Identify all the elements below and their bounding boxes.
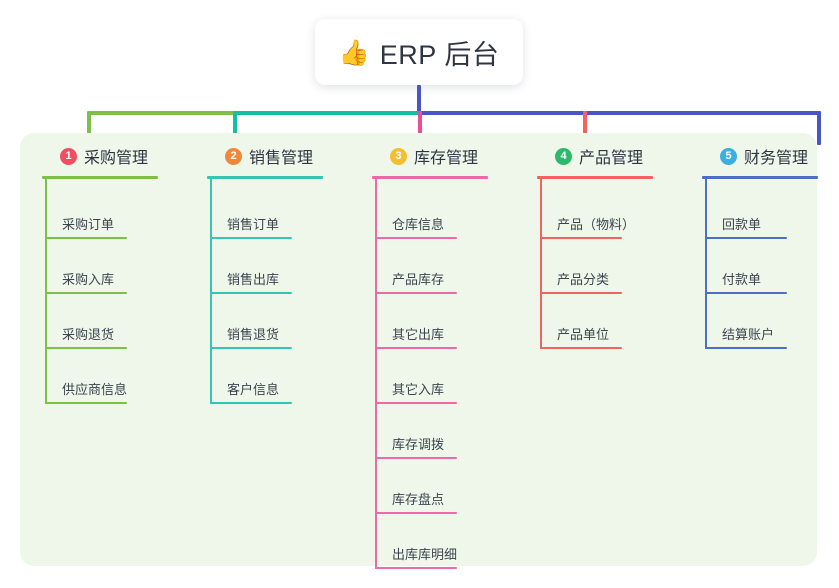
branch-trunk-line bbox=[375, 177, 377, 569]
branch-column-4: 4 产品管理产品（物料） 产品分类产品单位 bbox=[537, 143, 653, 349]
branch-item-label: 出库库明细 bbox=[392, 547, 458, 562]
root-node[interactable]: 👍 ERP 后台 bbox=[315, 19, 523, 85]
branch-item-label: 供应商信息 bbox=[62, 382, 128, 397]
branch-header-1[interactable]: 1 采购管理 bbox=[42, 143, 148, 169]
root-connector-stem bbox=[417, 85, 421, 115]
branch-item-label: 仓库信息 bbox=[392, 217, 445, 232]
branch-header-rule bbox=[702, 176, 818, 179]
branch-item-rule bbox=[375, 457, 457, 459]
branch-item-rule bbox=[45, 237, 127, 239]
branch-item-rule bbox=[705, 347, 787, 349]
branch-item-label: 销售出库 bbox=[227, 272, 280, 287]
branch-item-label: 其它入库 bbox=[392, 382, 445, 397]
branch-item-label: 客户信息 bbox=[227, 382, 280, 397]
branch-item-rule bbox=[210, 402, 292, 404]
branch-header-2[interactable]: 2 销售管理 bbox=[207, 143, 313, 169]
branch-item-label: 库存调拨 bbox=[392, 437, 445, 452]
branch-item-label: 付款单 bbox=[722, 272, 762, 287]
branch-item-rule bbox=[210, 292, 292, 294]
branch-item-rule bbox=[45, 347, 127, 349]
branch-item-rule bbox=[705, 292, 787, 294]
branch-header-rule bbox=[42, 176, 158, 179]
branch-number-badge: 2 bbox=[225, 147, 242, 165]
branch-item-label: 销售退货 bbox=[227, 327, 280, 342]
branch-item-rule bbox=[705, 237, 787, 239]
branch-item-label: 库存盘点 bbox=[392, 492, 445, 507]
thumbs-up-icon: 👍 bbox=[338, 38, 370, 67]
branch-item-label: 结算账户 bbox=[722, 327, 775, 342]
branch-column-3: 3 库存管理仓库信息产品库存其它出库其它入库库存调拨库存盘点出库库明细 bbox=[372, 143, 488, 569]
branch-item-rule bbox=[540, 237, 622, 239]
branch-trunk-line bbox=[210, 177, 212, 404]
branch-trunk-line bbox=[705, 177, 707, 349]
branch-column-5: 5 财务管理回款单付款单结算账户 bbox=[702, 143, 818, 349]
connector-drop-5 bbox=[817, 111, 821, 145]
connector-bus-segment-2 bbox=[234, 111, 419, 115]
branch-item-rule bbox=[375, 292, 457, 294]
branch-number-badge: 1 bbox=[60, 147, 77, 165]
branch-item-rule bbox=[375, 567, 457, 569]
branch-number-badge: 3 bbox=[390, 147, 407, 165]
connector-bus-segment-1 bbox=[88, 111, 234, 115]
connector-drop-4 bbox=[583, 111, 587, 145]
branch-header-rule bbox=[207, 176, 323, 179]
branch-header-4[interactable]: 4 产品管理 bbox=[537, 143, 643, 169]
branch-trunk-line bbox=[45, 177, 47, 404]
branch-item-label: 采购入库 bbox=[62, 272, 115, 287]
branch-header-3[interactable]: 3 库存管理 bbox=[372, 143, 478, 169]
branch-item-label: 采购订单 bbox=[62, 217, 115, 232]
branch-item-label: 产品单位 bbox=[557, 327, 610, 342]
branch-number-badge: 5 bbox=[720, 147, 737, 165]
branch-item-rule bbox=[210, 347, 292, 349]
branch-trunk-line bbox=[540, 177, 542, 349]
branch-header-5[interactable]: 5 财务管理 bbox=[702, 143, 808, 169]
connector-bus-segment-3 bbox=[419, 111, 820, 115]
branch-item-rule bbox=[540, 347, 622, 349]
branch-title: 产品管理 bbox=[579, 150, 644, 167]
branch-title: 库存管理 bbox=[414, 150, 479, 167]
branch-item-label: 产品分类 bbox=[557, 272, 610, 287]
branch-item-label: 采购退货 bbox=[62, 327, 115, 342]
branch-item-rule bbox=[375, 402, 457, 404]
branch-number-badge: 4 bbox=[555, 147, 572, 165]
content-panel bbox=[20, 133, 817, 566]
branch-item-rule bbox=[375, 237, 457, 239]
branch-header-rule bbox=[537, 176, 653, 179]
connector-drop-1 bbox=[87, 111, 91, 145]
branch-item-label: 其它出库 bbox=[392, 327, 445, 342]
connector-drop-2 bbox=[233, 111, 237, 145]
branch-column-1: 1 采购管理采购订单采购入库采购退货供应商信息 bbox=[42, 143, 158, 404]
branch-column-2: 2 销售管理销售订单销售出库销售退货客户信息 bbox=[207, 143, 323, 404]
branch-title: 采购管理 bbox=[84, 150, 149, 167]
branch-item-label: 产品（物料） bbox=[557, 217, 636, 232]
branch-title: 财务管理 bbox=[744, 150, 809, 167]
connector-drop-3 bbox=[418, 111, 422, 145]
branch-header-rule bbox=[372, 176, 488, 179]
branch-title: 销售管理 bbox=[249, 150, 314, 167]
branch-item-rule bbox=[375, 347, 457, 349]
branch-item-rule bbox=[45, 292, 127, 294]
branch-item-label: 销售订单 bbox=[227, 217, 280, 232]
branch-item-label: 回款单 bbox=[722, 217, 762, 232]
branch-item-rule bbox=[375, 512, 457, 514]
branch-item-rule bbox=[210, 237, 292, 239]
branch-item-rule bbox=[45, 402, 127, 404]
branch-item-label: 产品库存 bbox=[392, 272, 445, 287]
branch-item-rule bbox=[540, 292, 622, 294]
root-node-title: ERP 后台 bbox=[379, 39, 500, 70]
